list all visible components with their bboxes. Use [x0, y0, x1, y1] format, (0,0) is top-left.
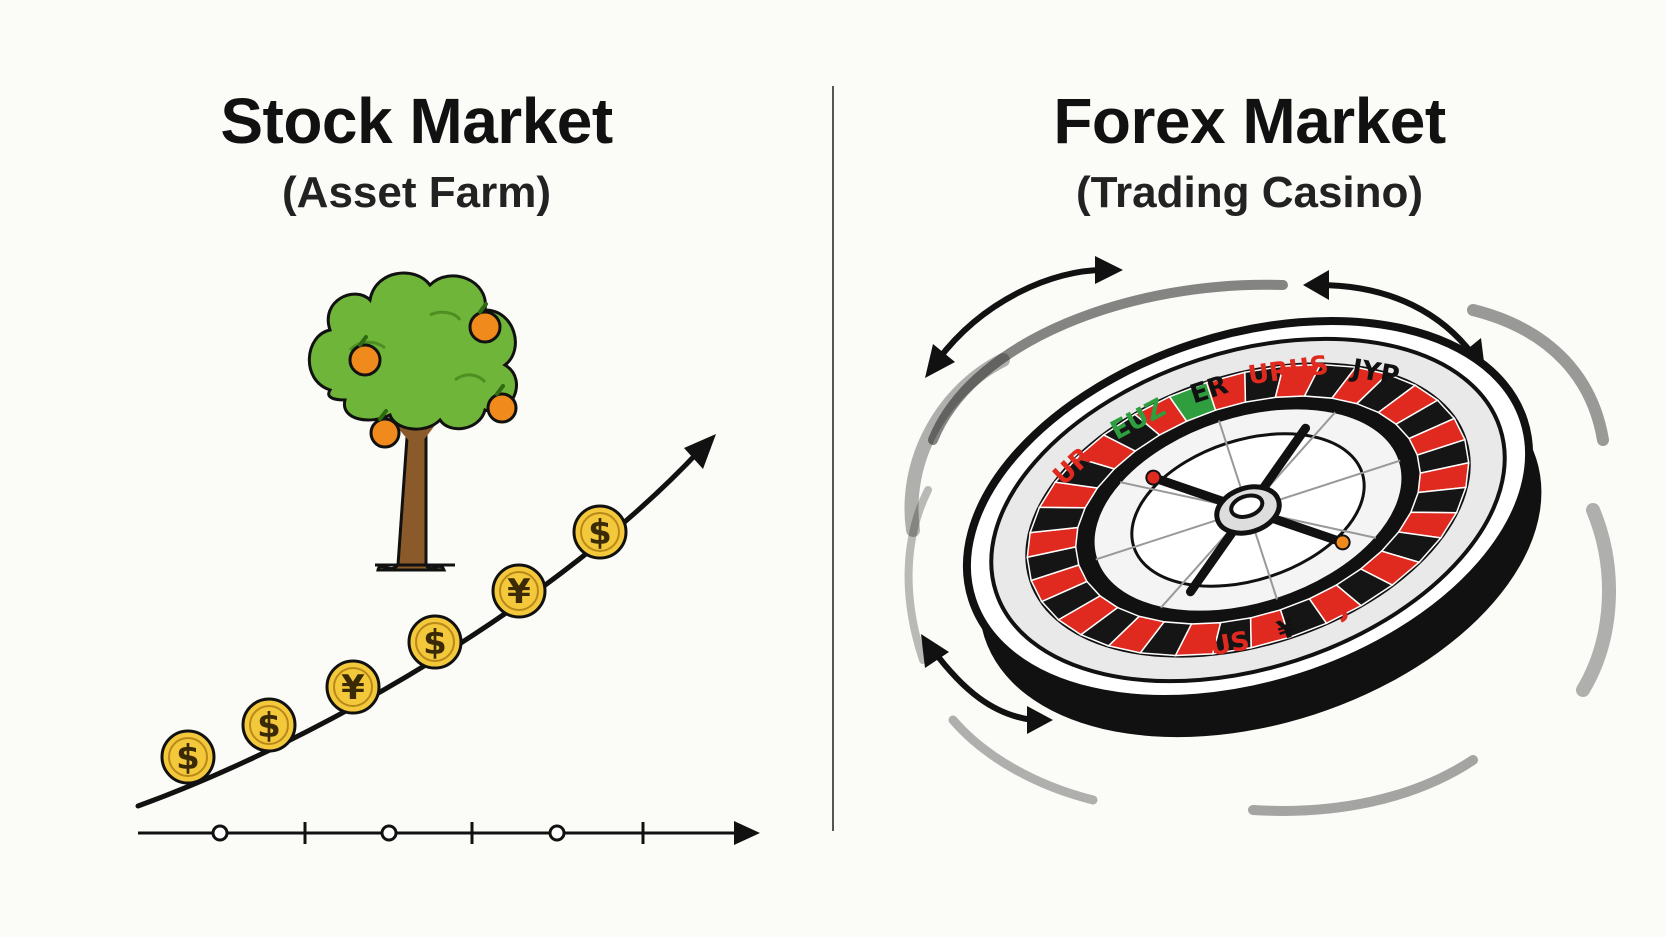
- coin-symbol: $: [588, 513, 612, 553]
- coin-icon: $: [572, 504, 628, 560]
- fruit-tree-icon: [307, 271, 518, 572]
- trading-casino-subtitle: (Trading Casino): [1075, 168, 1424, 217]
- coin-icon: ¥: [325, 659, 381, 715]
- forex-illustration: UR EUZ ER URUS JYP US ¥ J: [904, 256, 1617, 816]
- roulette-wheel-icon: UR EUZ ER URUS JYP US ¥ J: [962, 316, 1542, 738]
- asset-farm-subtitle: (Asset Farm): [282, 168, 551, 217]
- coin-icon: $: [241, 697, 297, 753]
- coin-symbol: $: [176, 738, 200, 778]
- coin-symbol: $: [257, 706, 281, 746]
- forex-market-title: Forex Market: [1053, 85, 1446, 157]
- coin-symbol: $: [423, 623, 447, 663]
- double-arrow-icon: [925, 256, 1123, 378]
- stock-illustration: $ $ ¥ $ ¥: [135, 271, 760, 845]
- wheel-label: US: [1207, 626, 1251, 662]
- coin-icon: $: [160, 729, 216, 785]
- double-arrow-icon: [921, 634, 1053, 734]
- coin-icon: ¥: [491, 563, 547, 619]
- spin-blur-icon: [904, 279, 1617, 816]
- coin-stack: $ $ ¥ $ ¥: [160, 504, 628, 785]
- panel-divider: [832, 86, 834, 831]
- stock-market-panel: Stock Market (Asset Farm): [135, 85, 760, 845]
- coin-icon: $: [407, 614, 463, 670]
- timeline-axis-icon: [138, 821, 760, 845]
- forex-market-panel: Forex Market (Trading Casino): [833, 0, 1666, 937]
- coin-symbol: ¥: [341, 668, 365, 708]
- wheel-segment: [1408, 417, 1466, 456]
- coin-symbol: ¥: [507, 572, 531, 612]
- stock-market-title: Stock Market: [220, 85, 613, 157]
